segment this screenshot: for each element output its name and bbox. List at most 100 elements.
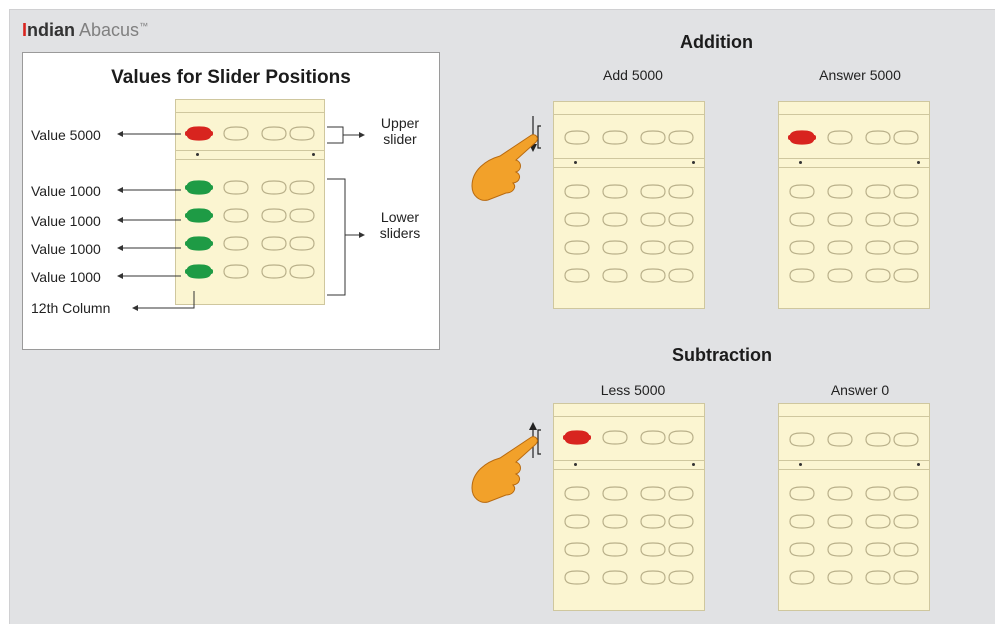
lower-bead bbox=[891, 514, 921, 529]
abacus-frame-legend bbox=[175, 99, 325, 305]
upper-bead bbox=[666, 430, 696, 445]
illustration-canvas: Indian Abacus™ Values for Slider Positio… bbox=[9, 9, 995, 624]
abacus-frame-answer-5000 bbox=[778, 101, 930, 309]
lower-bead bbox=[638, 542, 668, 557]
lower-bead bbox=[863, 514, 893, 529]
lower-bead bbox=[600, 184, 630, 199]
lower-bead bbox=[259, 180, 289, 195]
lower-bead bbox=[666, 184, 696, 199]
upper-bead bbox=[825, 432, 855, 447]
lower-bead bbox=[891, 570, 921, 585]
answer-5000-label: Answer 5000 bbox=[819, 67, 901, 83]
lower-bead bbox=[891, 240, 921, 255]
upper-bead-active bbox=[184, 126, 214, 141]
lower-bead bbox=[221, 264, 251, 279]
lower-bead bbox=[787, 514, 817, 529]
lower-bead bbox=[825, 514, 855, 529]
add-5000-label: Add 5000 bbox=[603, 67, 663, 83]
lower-bead bbox=[825, 184, 855, 199]
movement-indicators bbox=[471, 116, 541, 503]
lower-bead bbox=[600, 212, 630, 227]
unit-dot bbox=[917, 161, 920, 164]
lower-bead bbox=[287, 264, 317, 279]
less-5000-label: Less 5000 bbox=[600, 382, 666, 398]
lower-bead bbox=[600, 240, 630, 255]
lower-bead bbox=[863, 268, 893, 283]
unit-dot bbox=[574, 463, 577, 466]
upper-bead bbox=[259, 126, 289, 141]
lower-bead-active bbox=[184, 236, 214, 251]
lower-bead bbox=[787, 570, 817, 585]
lower-bead bbox=[638, 486, 668, 501]
unit-dot bbox=[692, 463, 695, 466]
lower-bead bbox=[787, 542, 817, 557]
lower-bead bbox=[562, 570, 592, 585]
lower-bead bbox=[863, 542, 893, 557]
lower-bead bbox=[825, 240, 855, 255]
lower-bead bbox=[787, 212, 817, 227]
lower-bead bbox=[825, 268, 855, 283]
lower-bead bbox=[221, 236, 251, 251]
upper-bead bbox=[600, 130, 630, 145]
lower-bead bbox=[287, 180, 317, 195]
lower-bead bbox=[863, 240, 893, 255]
upper-bead bbox=[863, 130, 893, 145]
unit-dot bbox=[799, 463, 802, 466]
pointing-hand-icon bbox=[471, 436, 538, 503]
divider-bar bbox=[554, 158, 704, 168]
lower-bead bbox=[638, 514, 668, 529]
upper-bead bbox=[638, 430, 668, 445]
lower-bead bbox=[562, 268, 592, 283]
lower-bead bbox=[666, 212, 696, 227]
upper-bead bbox=[891, 130, 921, 145]
label-value-1000-3: Value 1000 bbox=[31, 241, 101, 257]
upper-bead bbox=[562, 130, 592, 145]
lower-bead bbox=[666, 268, 696, 283]
addition-title: Addition bbox=[680, 32, 753, 52]
lower-bead bbox=[666, 542, 696, 557]
lower-bead bbox=[600, 268, 630, 283]
upper-bead bbox=[863, 432, 893, 447]
lower-bead bbox=[287, 208, 317, 223]
unit-dot bbox=[799, 161, 802, 164]
lower-bead bbox=[562, 184, 592, 199]
lower-bead bbox=[259, 264, 289, 279]
unit-dot bbox=[196, 153, 199, 156]
lower-bead bbox=[562, 542, 592, 557]
pointing-hand-icon bbox=[471, 134, 538, 201]
legend-panel: Values for Slider Positions Value 5000 V… bbox=[22, 52, 440, 350]
lower-bead bbox=[666, 570, 696, 585]
lower-bead bbox=[825, 570, 855, 585]
lower-bead bbox=[562, 514, 592, 529]
lower-bead bbox=[562, 486, 592, 501]
upper-bead bbox=[666, 130, 696, 145]
lower-bead bbox=[666, 514, 696, 529]
unit-dot bbox=[312, 153, 315, 156]
lower-bead bbox=[666, 486, 696, 501]
upper-bead-active bbox=[787, 130, 817, 145]
brand-logo: Indian Abacus™ bbox=[22, 20, 149, 40]
lower-bead bbox=[562, 212, 592, 227]
label-value-5000: Value 5000 bbox=[31, 127, 101, 143]
lower-bead bbox=[638, 268, 668, 283]
lower-bead bbox=[863, 486, 893, 501]
lower-bead bbox=[891, 486, 921, 501]
lower-bead bbox=[221, 180, 251, 195]
abacus-frame-less bbox=[553, 403, 705, 611]
unit-dot bbox=[574, 161, 577, 164]
unit-dot bbox=[917, 463, 920, 466]
lower-bead bbox=[666, 240, 696, 255]
divider-bar bbox=[176, 150, 324, 160]
lower-bead-active bbox=[184, 180, 214, 195]
lower-bead bbox=[638, 212, 668, 227]
lower-bead bbox=[600, 570, 630, 585]
legend-pointer-lines bbox=[117, 126, 365, 311]
unit-dot bbox=[692, 161, 695, 164]
label-value-1000-2: Value 1000 bbox=[31, 213, 101, 229]
upper-bead bbox=[638, 130, 668, 145]
legend-title: Values for Slider Positions bbox=[111, 67, 351, 88]
divider-bar bbox=[779, 460, 929, 470]
divider-bar bbox=[779, 158, 929, 168]
upper-bead bbox=[287, 126, 317, 141]
